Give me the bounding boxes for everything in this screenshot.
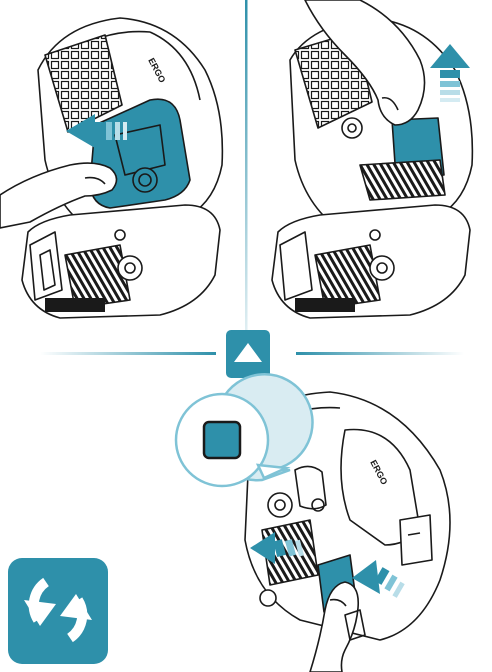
vertical-divider — [245, 0, 248, 330]
illustration-remove-filter-pad: ERGO — [272, 0, 472, 318]
illustration-remove-cassette: ERGO — [0, 18, 222, 318]
horizontal-divider-right — [296, 352, 464, 355]
triangle-up-icon — [226, 330, 270, 378]
square-button-icon — [204, 422, 240, 458]
horizontal-divider-left — [40, 352, 216, 355]
refresh-cycle-icon — [8, 558, 108, 664]
